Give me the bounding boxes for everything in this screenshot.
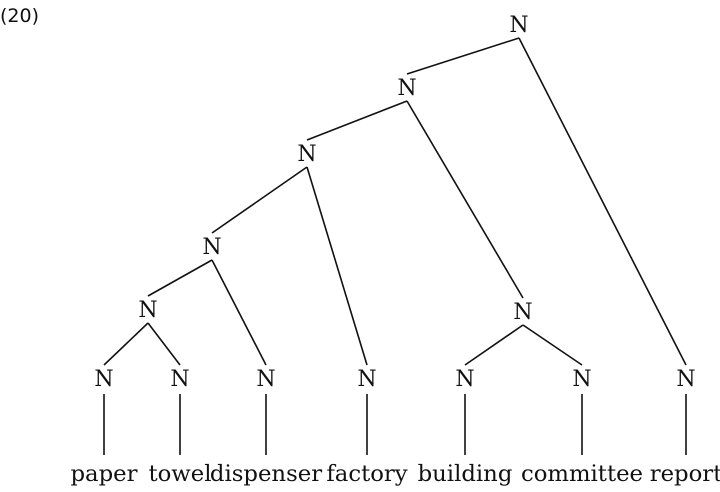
branch-n3-to-n4 — [211, 166, 308, 234]
branch-root-to-n2 — [406, 37, 520, 75]
leaf-word-report: report — [650, 461, 720, 487]
leaf-word-paper: paper — [70, 461, 137, 487]
tree-branches — [103, 37, 687, 366]
branch-n2-to-n3 — [306, 100, 408, 141]
branch-n2-to-n6 — [406, 100, 524, 299]
branch-n4-to-t-dispenser — [211, 259, 267, 366]
branch-n5-to-t-paper — [103, 322, 149, 366]
branch-n3-to-t-factory — [306, 166, 368, 366]
node-label-t-committee: N — [572, 367, 591, 392]
branch-n4-to-n5 — [147, 259, 213, 297]
branch-n6-to-t-building — [464, 324, 524, 366]
leaf-word-building: building — [418, 461, 513, 487]
node-label-n4: N — [202, 235, 221, 260]
node-label-n5: N — [138, 298, 157, 323]
node-label-root: N — [509, 13, 528, 38]
branch-n6-to-t-committee — [522, 324, 583, 366]
branch-root-to-t-report — [518, 37, 687, 366]
node-label-t-dispenser: N — [256, 367, 275, 392]
node-label-n6: N — [513, 300, 532, 325]
node-label-t-building: N — [455, 367, 474, 392]
node-label-t-paper: N — [94, 367, 113, 392]
example-number: (20) — [0, 5, 39, 27]
branch-n5-to-t-towel — [147, 322, 181, 366]
leaf-word-factory: factory — [326, 461, 407, 487]
leaf-word-towel: towel — [148, 461, 211, 487]
leaf-word-committee: committee — [521, 461, 643, 487]
node-label-t-report: N — [676, 367, 695, 392]
leaf-word-dispenser: dispenser — [210, 461, 322, 487]
node-label-n2: N — [397, 76, 416, 101]
node-label-n3: N — [297, 142, 316, 167]
node-label-t-factory: N — [357, 367, 376, 392]
node-label-t-towel: N — [170, 367, 189, 392]
tree-nodes: N N N N N N N N N N N N N — [94, 13, 695, 392]
